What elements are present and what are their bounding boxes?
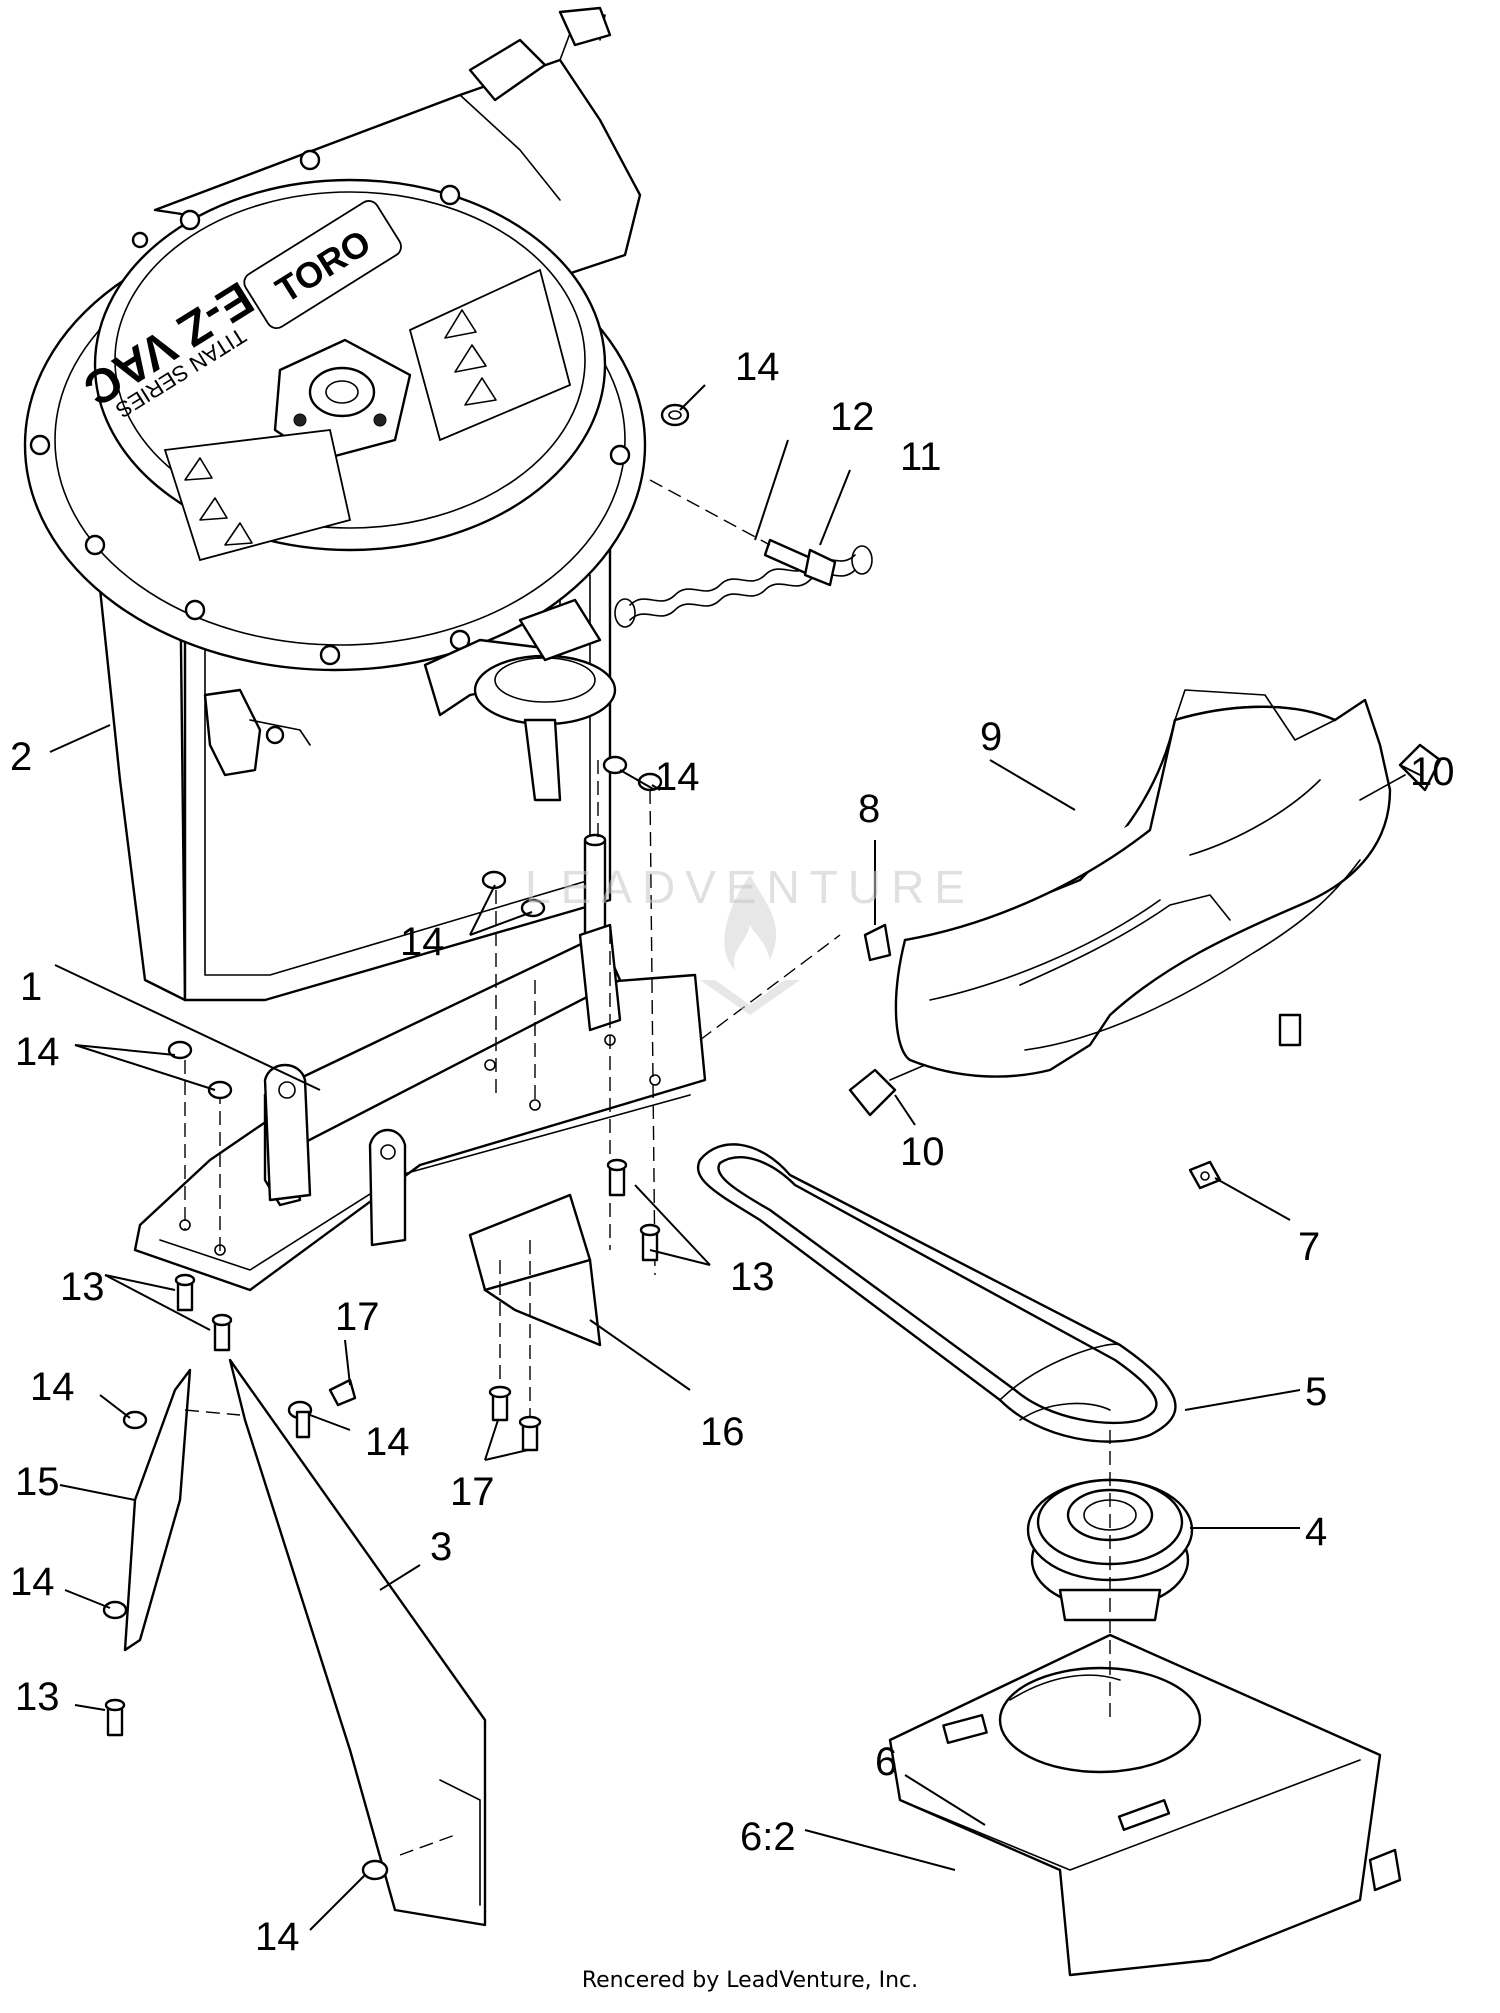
cover-knob-right [1359,743,1442,801]
callout-14-pair-right: 14 [655,755,700,799]
callout-8: 8 [858,787,880,831]
flange-nut [660,403,690,427]
callout-10-left: 10 [900,1130,945,1174]
callout-6: 6 [875,1740,897,1784]
callout-14-pair-center: 14 [400,920,445,964]
callout-labels: 1 2 3 4 5 6 6:2 7 8 9 10 10 11 12 13 13 … [10,345,1455,1959]
small-bracket [468,1193,602,1347]
callout-14-side-left: 14 [30,1365,75,1409]
watermark-text: LEADVENTURE [525,861,975,913]
base-plate [888,1633,1402,1977]
warning-decal-left [163,429,352,562]
blower-housing: TORO E-Z VAC TITAN SERIES [23,6,647,1002]
callout-14-side-right: 14 [365,1420,410,1464]
callout-11: 11 [900,435,942,479]
callout-16: 16 [700,1410,745,1454]
callout-2: 2 [10,735,32,779]
callout-3: 3 [430,1525,452,1569]
callout-9: 9 [980,715,1002,759]
warning-decal-right [408,268,572,442]
callout-12: 12 [830,395,875,439]
leader-lines [49,384,1421,1931]
drive-belt [697,1143,1177,1443]
callout-7: 7 [1298,1225,1320,1269]
callout-14-top: 14 [735,345,780,389]
callout-15: 15 [15,1460,60,1504]
callout-14-lower: 14 [10,1560,55,1604]
callout-1: 1 [20,965,42,1009]
callout-17-upper: 17 [335,1295,380,1339]
belt-cover [894,689,1392,1078]
tension-spring [614,545,873,628]
callout-13-left: 13 [60,1265,105,1309]
callout-13-bottom: 13 [15,1675,60,1719]
callout-17-lower: 17 [450,1470,495,1514]
callout-10-right: 10 [1410,750,1455,794]
cover-knob-left [848,1064,926,1117]
callout-5: 5 [1305,1370,1327,1414]
carriage-bolts [104,1158,661,1737]
nut-clip [1188,1160,1222,1190]
footer-credit: Rencered by LeadVenture, Inc. [581,1968,919,1993]
watermark-flame-icon [700,875,800,1015]
deflector-plate [228,1358,487,1927]
mounting-bracket [133,933,841,1292]
callout-6-2: 6:2 [740,1815,796,1859]
hex-bolt [763,538,837,587]
spring-clip [863,923,892,962]
callout-14-bottom: 14 [255,1915,300,1959]
callout-13-center: 13 [730,1255,775,1299]
callout-14-pair-left: 14 [15,1030,60,1074]
callout-4: 4 [1305,1510,1327,1554]
